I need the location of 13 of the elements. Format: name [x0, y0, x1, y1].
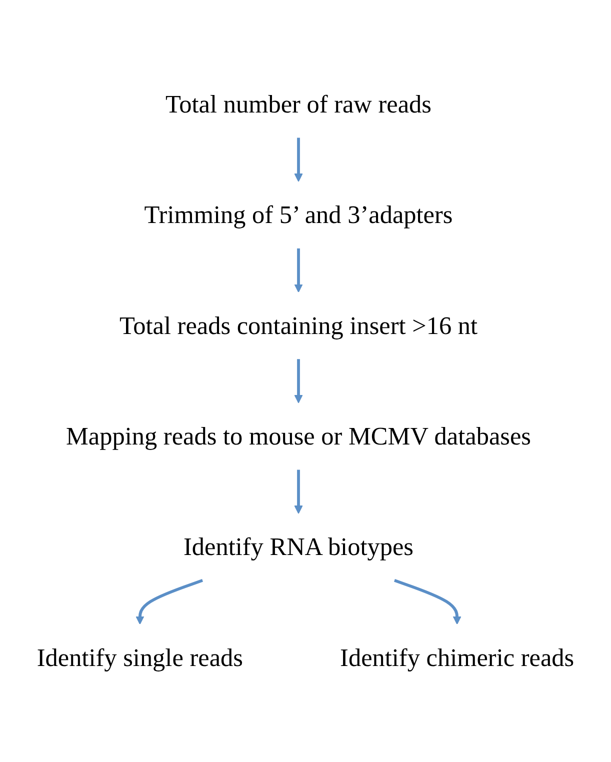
- node-text: Total reads containing insert >16 nt: [119, 312, 478, 340]
- node-text: Total number of raw reads: [166, 90, 432, 118]
- arrow: [136, 579, 203, 625]
- arrow: [294, 138, 303, 182]
- arrow: [294, 248, 303, 293]
- arrow: [294, 359, 303, 404]
- arrow: [394, 579, 462, 625]
- node-text: Trimming of 5’ and 3’adapters: [144, 200, 453, 230]
- node-text: Identify single reads: [36, 644, 243, 672]
- node-text: Mapping reads to mouse or MCMV databases: [66, 422, 532, 450]
- node-text: Identify RNA biotypes: [184, 532, 414, 562]
- arrow: [294, 470, 303, 514]
- node-text: Identify chimeric reads: [340, 644, 574, 672]
